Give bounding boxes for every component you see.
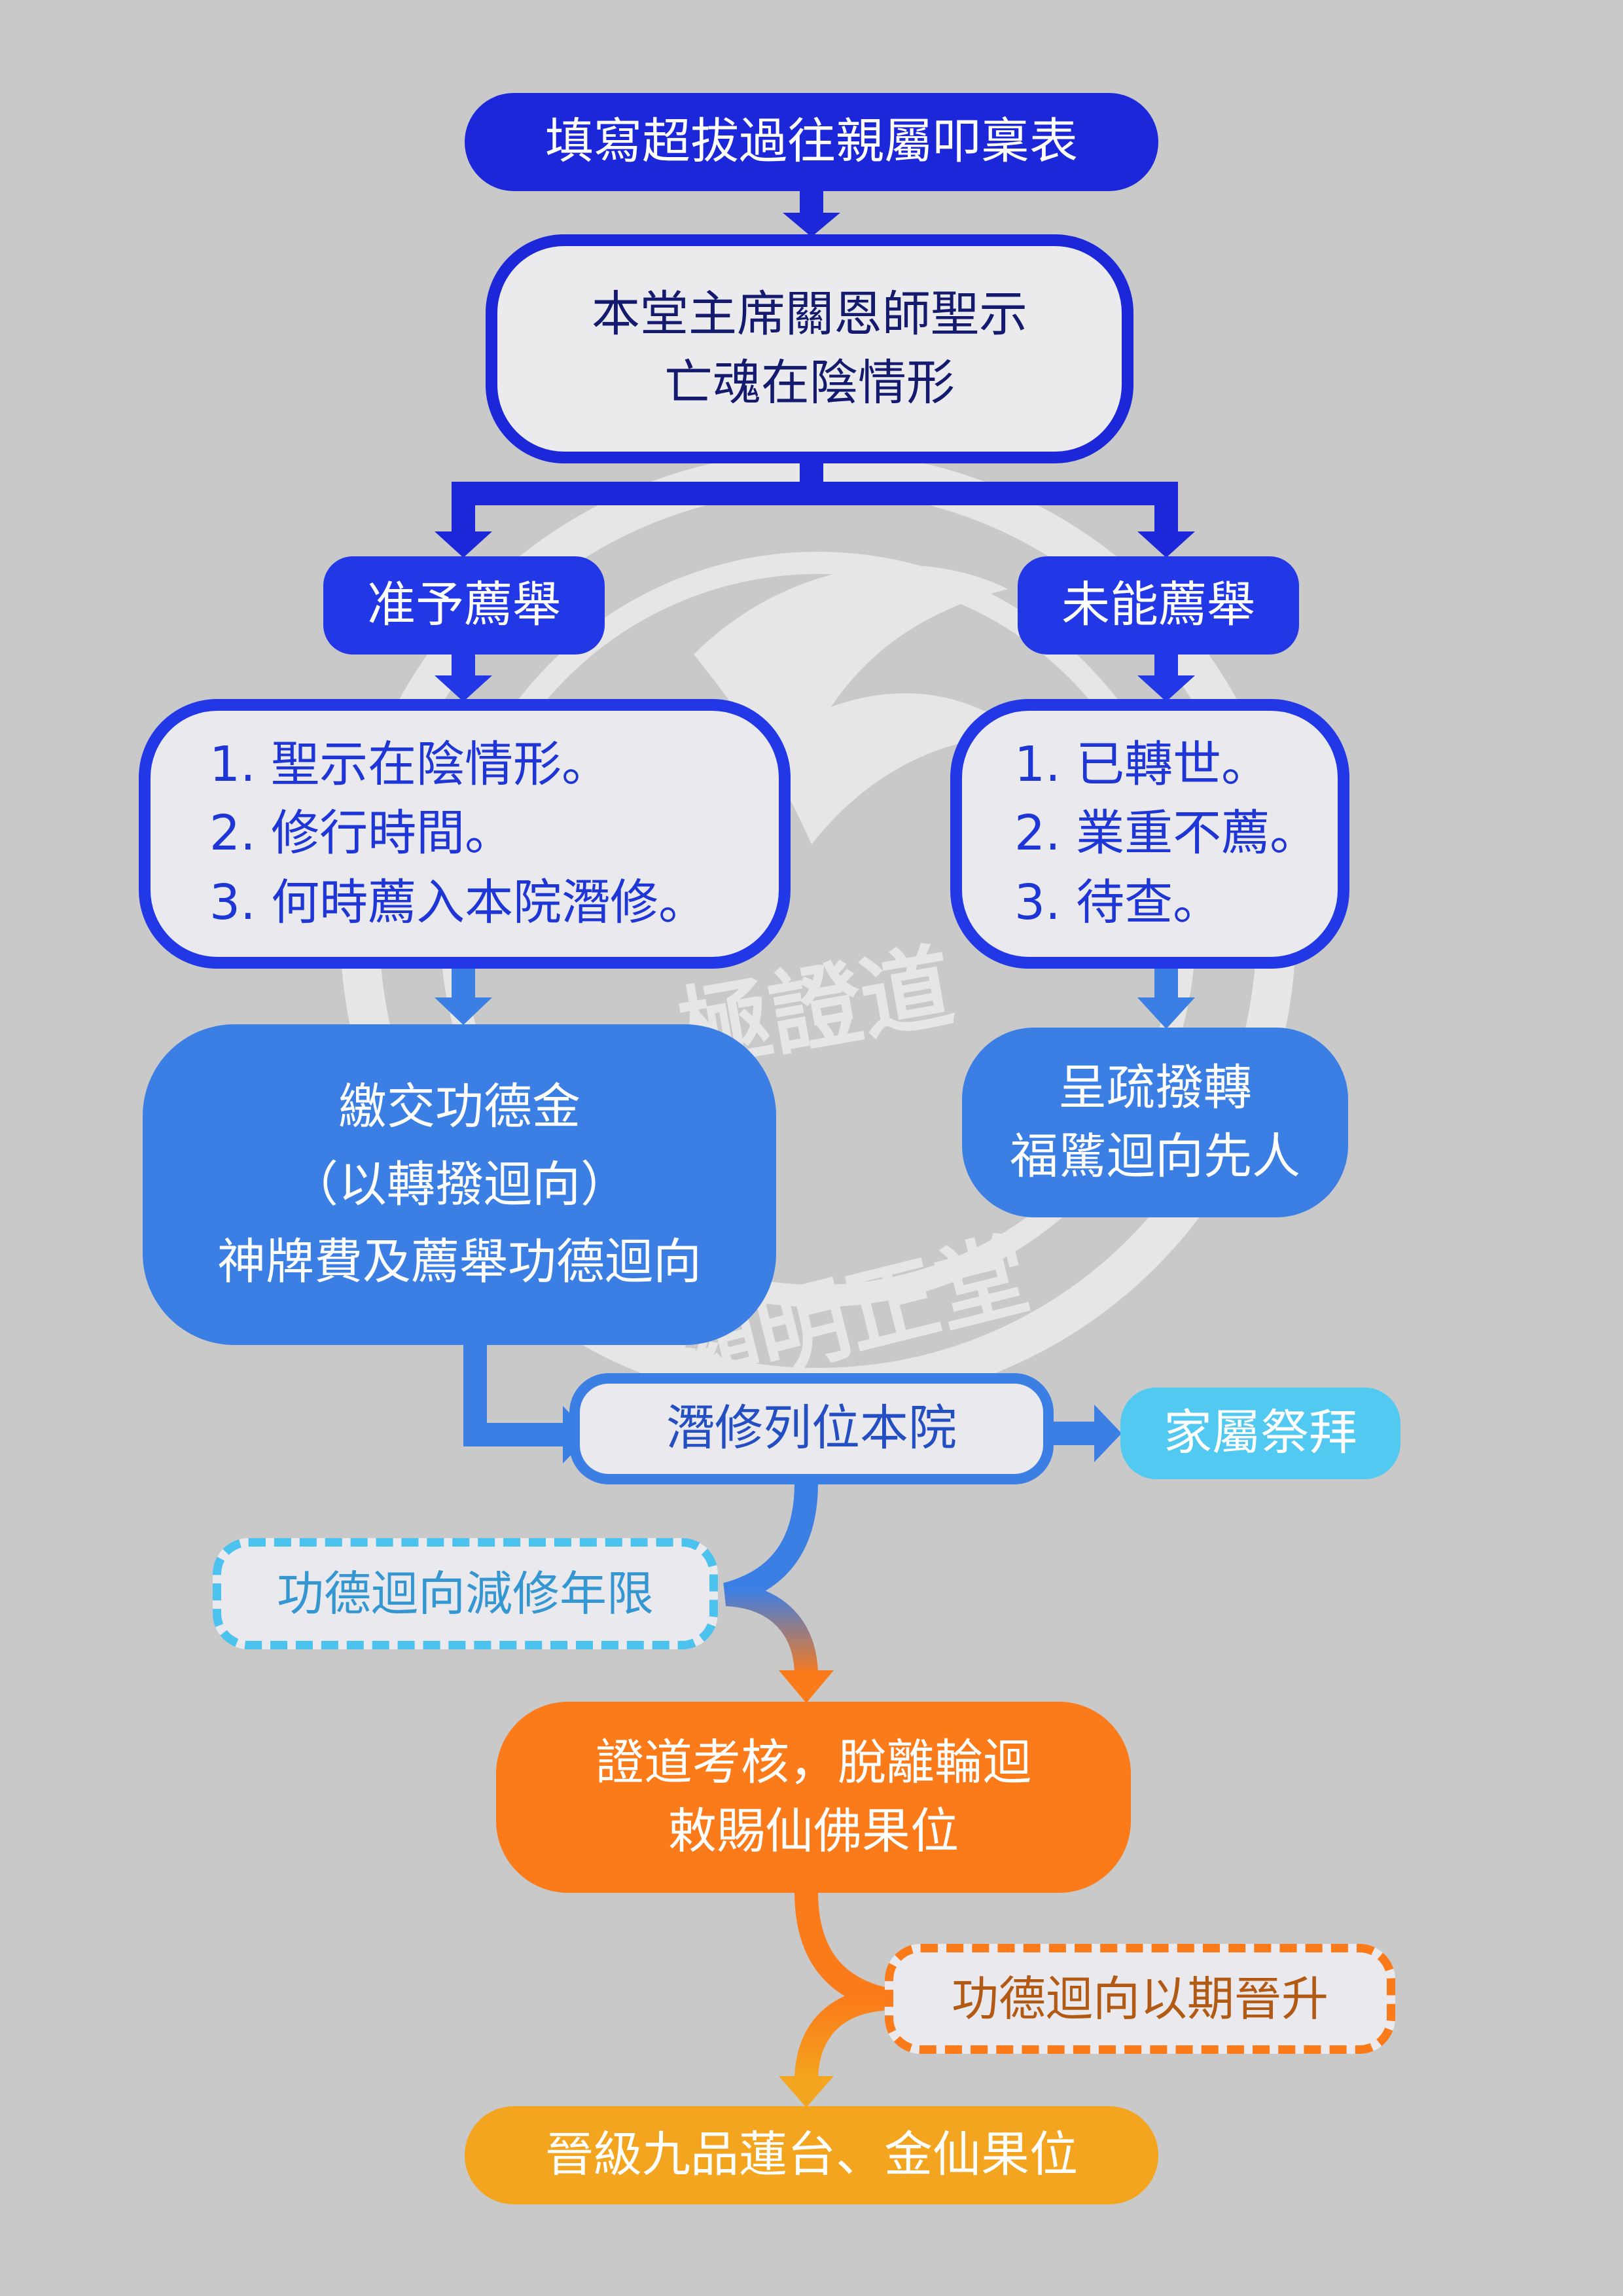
fee-line-1: 繳交功德金 (338, 1079, 580, 1136)
deny-list-item-2: 2. 業重不薦。 (1014, 805, 1319, 862)
connector-memorial (1137, 967, 1195, 1029)
fee-node: 繳交功德金 （以轉撥迴向） 神牌費及薦舉功德迴向 (143, 1024, 776, 1345)
dragon-emblem (694, 565, 1021, 844)
approve-label: 准予薦舉 (367, 577, 561, 634)
connector-approve-list (435, 653, 492, 702)
approve-list-item-1: 1. 聖示在陰情形。 (209, 736, 611, 793)
ascend-note: 功德迴向以期晉升 (885, 1944, 1395, 2054)
memorial-node: 呈疏撥轉 福騭迴向先人 (962, 1028, 1348, 1217)
approve-list-item-3: 3. 何時薦入本院潛修。 (209, 874, 707, 931)
fee-line-2: （以轉撥迴向） (290, 1156, 629, 1213)
divine-line-2: 亡魂在陰情形 (664, 355, 955, 411)
deny-list-item-3: 3. 待查。 (1014, 874, 1222, 931)
connector-practice-family (1052, 1405, 1122, 1462)
connector-deny-list (1137, 653, 1195, 702)
start-label: 填寫超拔過往親屬叩稟表 (545, 113, 1078, 170)
divine-line-1: 本堂主席關恩師聖示 (592, 285, 1027, 342)
deny-node: 未能薦舉 (1018, 556, 1299, 655)
start-node: 填寫超拔過往親屬叩稟表 (465, 93, 1158, 191)
approve-list-node: 1. 聖示在陰情形。 2. 修行時間。 3. 何時薦入本院潛修。 (139, 699, 791, 969)
arrowhead-final (779, 2076, 834, 2108)
exam-node: 證道考核，脫離輪迴 敕賜仙佛果位 (496, 1702, 1131, 1893)
exam-line-1: 證道考核，脫離輪迴 (596, 1734, 1031, 1791)
connector-fee (435, 967, 492, 1025)
memorial-line-1: 呈疏撥轉 (1058, 1059, 1252, 1116)
practice-node: 潛修列位本院 (569, 1373, 1054, 1484)
approve-node: 准予薦舉 (323, 556, 605, 655)
fee-line-3: 神牌費及薦舉功德迴向 (217, 1234, 702, 1291)
connector-start-divine (783, 190, 840, 237)
exam-line-2: 敕賜仙佛果位 (668, 1803, 959, 1859)
final-node: 晉級九品蓮台、金仙果位 (465, 2106, 1158, 2204)
reduce-note: 功德迴向減修年限 (213, 1538, 718, 1649)
ascend-label: 功德迴向以期晉升 (951, 1971, 1329, 2026)
connector-branch (435, 462, 1195, 558)
family-node: 家屬祭拜 (1120, 1388, 1400, 1479)
family-label: 家屬祭拜 (1164, 1405, 1357, 1462)
arrowhead-exam (779, 1670, 834, 1703)
final-label: 晉級九品蓮台、金仙果位 (545, 2126, 1078, 2183)
reduce-label: 功德迴向減修年限 (276, 1566, 654, 1621)
practice-label: 潛修列位本院 (666, 1400, 957, 1457)
divine-node: 本堂主席關恩師聖示 亡魂在陰情形 (486, 234, 1133, 463)
deny-label: 未能薦舉 (1061, 577, 1255, 634)
connector-practice-exam (723, 1482, 818, 1676)
deny-list-node: 1. 已轉世。 2. 業重不薦。 3. 待查。 (950, 699, 1349, 969)
deny-list-item-1: 1. 已轉世。 (1014, 736, 1270, 793)
memorial-line-2: 福騭迴向先人 (1010, 1128, 1300, 1185)
approve-list-item-2: 2. 修行時間。 (209, 805, 514, 862)
connector-exam-final (794, 1891, 887, 2082)
